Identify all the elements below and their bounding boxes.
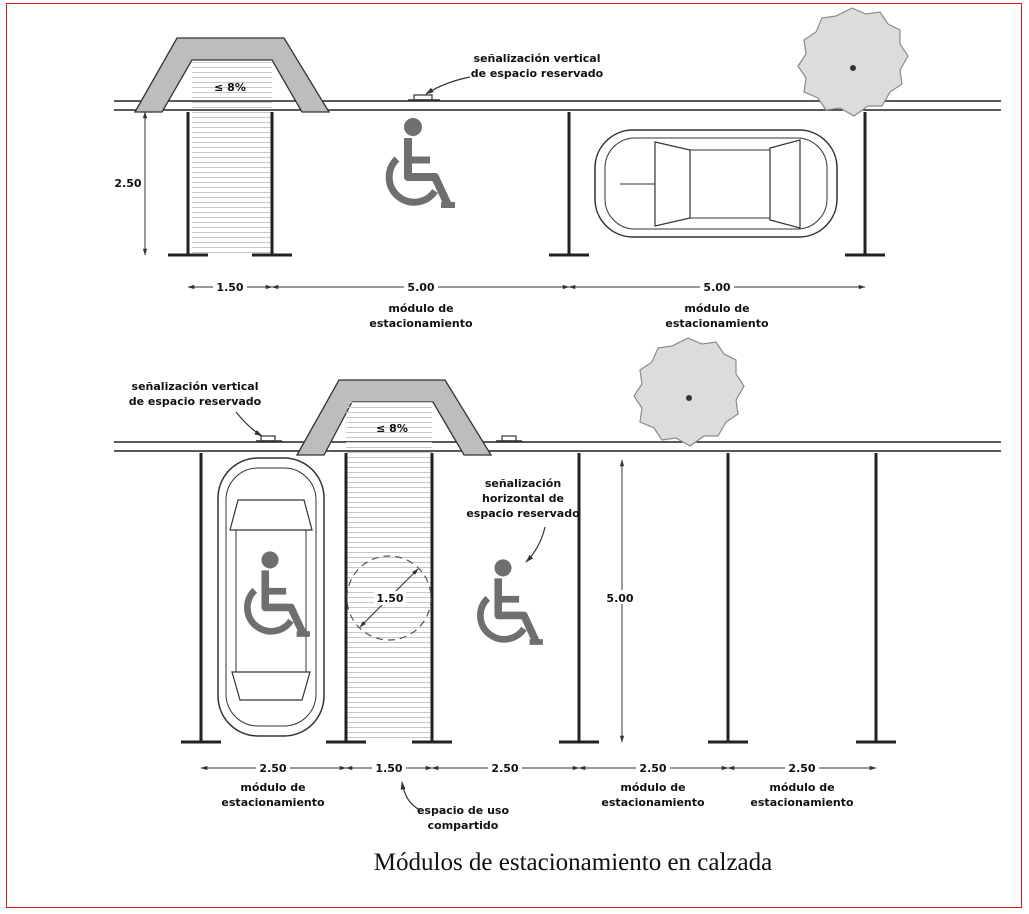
- top-diagram: ≤ 8% 2.50 señalización vertical de espac…: [114, 7, 1001, 330]
- top-bottom-dimensions: 1.50 5.00 5.00: [187, 279, 866, 294]
- bottom-module-label-1b: estacionamiento: [221, 796, 325, 809]
- bottom-diagram: ≤ 8% señalización vertical de espacio re…: [114, 337, 1001, 832]
- turning-circle-icon: 1.50: [346, 555, 432, 641]
- bottom-stall-lines: [181, 453, 896, 744]
- top-stall-lines: [168, 112, 885, 257]
- bottom-dim-1: 2.50: [259, 762, 286, 775]
- bottom-module-label-3a: módulo de: [769, 781, 834, 794]
- top-sign-label-2: de espacio reservado: [471, 67, 604, 80]
- top-module-label-1a: módulo de: [388, 302, 453, 315]
- figure-caption: Módulos de estacionamiento en calzada: [374, 849, 772, 876]
- top-module-label-2b: estacionamiento: [665, 317, 769, 330]
- circle-dim-label: 1.50: [376, 592, 403, 605]
- top-depth-dimension: 2.50: [114, 111, 148, 256]
- wheelchair-icon: [389, 118, 455, 205]
- top-module-label-1b: estacionamiento: [369, 317, 473, 330]
- bottom-dimensions: 2.50 1.50 2.50 2.50 2.50: [200, 760, 877, 775]
- top-dim-module-2: 5.00: [703, 281, 730, 294]
- top-module-label-2a: módulo de: [684, 302, 749, 315]
- bottom-sign-label-1: señalización vertical: [132, 380, 259, 393]
- horiz-label-3: espacio reservado: [466, 507, 580, 520]
- bottom-module-label-3b: estacionamiento: [750, 796, 854, 809]
- bottom-sign-label-2: de espacio reservado: [129, 395, 262, 408]
- horizontal-sign-arrow: [525, 526, 546, 563]
- bottom-depth-label: 5.00: [606, 592, 633, 605]
- figure-frame: [6, 3, 1022, 908]
- tree-icon: [797, 7, 909, 117]
- horiz-label-2: horizontal de: [482, 492, 564, 505]
- car-icon: [217, 457, 325, 737]
- shared-label-1: espacio de uso: [417, 804, 510, 817]
- tree-icon: [633, 337, 745, 447]
- top-dim-module-1: 5.00: [407, 281, 434, 294]
- ramp-slope-label: ≤ 8%: [214, 81, 246, 94]
- top-depth-label: 2.50: [114, 177, 141, 190]
- bottom-dim-2: 1.50: [375, 762, 402, 775]
- bottom-module-label-1a: módulo de: [240, 781, 305, 794]
- bottom-curb: [114, 441, 1001, 452]
- bottom-dim-4: 2.50: [639, 762, 666, 775]
- bottom-module-label-2b: estacionamiento: [601, 796, 705, 809]
- wheelchair-icon: [480, 559, 543, 642]
- top-dim-ramp: 1.50: [216, 281, 243, 294]
- bottom-module-label-2a: módulo de: [620, 781, 685, 794]
- ramp-slope-label-bottom: ≤ 8%: [376, 422, 408, 435]
- ramp-icon: ≤ 8%: [133, 37, 331, 255]
- signpost-icon: [408, 76, 471, 101]
- car-icon: [594, 129, 838, 238]
- signpost-icon: [235, 411, 282, 442]
- top-sign-label-1: señalización vertical: [474, 52, 601, 65]
- bottom-dim-3: 2.50: [491, 762, 518, 775]
- shared-space-arrow: [400, 781, 421, 811]
- bottom-depth-dimension: 5.00: [604, 459, 640, 743]
- ramp-icon: ≤ 8%: [295, 379, 493, 742]
- shared-label-2: compartido: [428, 819, 499, 832]
- signpost-icon: [496, 435, 522, 442]
- bottom-dim-5: 2.50: [788, 762, 815, 775]
- horiz-label-1: señalización: [485, 477, 561, 490]
